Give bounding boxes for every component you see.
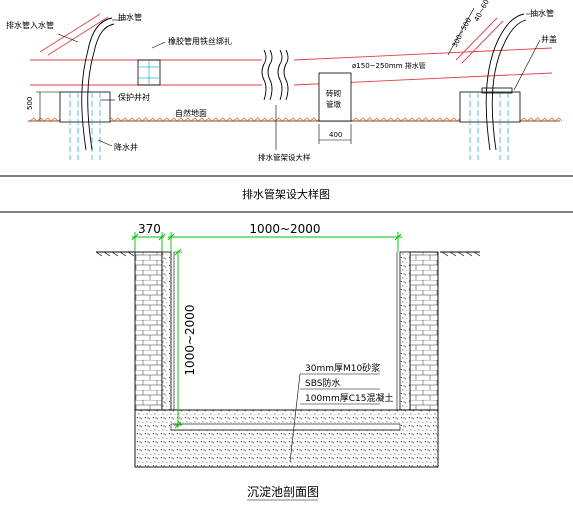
bottom-title: 沉淀池剖面图	[247, 485, 319, 499]
label-dim-40-60: 40~60	[473, 0, 491, 23]
top-diagram: 排水管入水管 抽水管 橡胶管用铁丝绑扎 保护井衬 自然地面 降水井 500 ø1…	[6, 0, 563, 162]
label-dim-500: 500	[26, 97, 34, 110]
label-pipe-spec: ø150~250mm 排水管	[352, 61, 426, 70]
break-marks	[261, 49, 289, 101]
drain-pipe	[30, 13, 553, 86]
bottom-diagram: 370 1000~2000 1000~2000 30mm厚M10砂浆 SBS防水…	[95, 222, 481, 501]
brick-wall-left	[134, 251, 163, 411]
right-well	[459, 13, 527, 160]
label-suction-pipe-left: 抽水管	[118, 12, 142, 22]
dimensions	[131, 232, 402, 429]
label-rubber-pipe-wire: 橡胶管用铁丝绑扎	[168, 36, 232, 46]
layer-2: SBS防水	[305, 377, 340, 389]
rubber-binding	[137, 59, 161, 86]
label-protect-liner: 保护井衬	[118, 92, 150, 102]
label-support-line1: 砖砌	[326, 88, 341, 98]
dim-width: 1000~2000	[249, 222, 320, 236]
dim-wall-thickness: 370	[138, 222, 161, 236]
label-well-cover: 井盖	[541, 34, 557, 44]
left-well	[59, 17, 115, 160]
label-dim-300-500: 300~500	[451, 16, 473, 49]
layer-3: 100mm厚C15混凝土	[305, 392, 393, 404]
leaders	[36, 7, 541, 150]
layer-1: 30mm厚M10砂浆	[305, 362, 380, 374]
lining-left	[161, 251, 172, 429]
label-support-note: 排水管架设大样	[258, 152, 311, 162]
label-inlet-pipe: 排水管入水管	[6, 20, 54, 30]
label-suction-pipe-right: 抽水管	[530, 8, 554, 18]
top-caption: 排水管架设大样图	[242, 187, 330, 201]
brick-wall-right	[409, 251, 439, 411]
layer-leader	[289, 373, 380, 463]
brick-pier	[318, 72, 352, 122]
label-dim-400: 400	[329, 131, 342, 139]
bottom-slab	[134, 409, 439, 468]
lining-right	[399, 251, 411, 429]
dim-depth: 1000~2000	[183, 304, 197, 375]
label-dewatering-well: 降水井	[114, 142, 138, 152]
label-natural-ground: 自然地面	[175, 108, 207, 118]
label-support-line2: 管墩	[326, 99, 341, 109]
